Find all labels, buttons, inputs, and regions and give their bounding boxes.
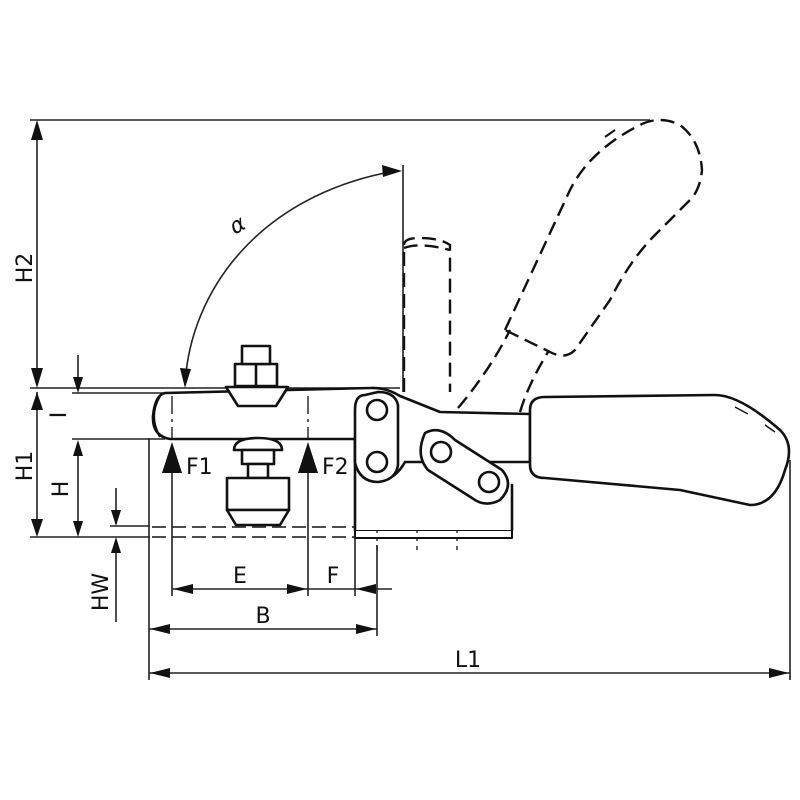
- dimension-labels: H2 H1 I H HW E F B L1 α: [13, 211, 481, 673]
- open-position-phantom: [402, 118, 704, 413]
- pivot-links: [353, 390, 510, 505]
- link-pin-top: [429, 440, 453, 464]
- label-I: I: [47, 412, 72, 419]
- handle-closed: [528, 393, 791, 507]
- pivot-pin-bottom: [365, 450, 389, 474]
- label-HW: HW: [89, 573, 114, 612]
- force-arrows: F1 F2: [162, 442, 349, 480]
- label-alpha: α: [225, 211, 250, 240]
- label-F: F: [327, 564, 340, 589]
- label-B: B: [255, 604, 270, 629]
- label-H2: H2: [13, 253, 38, 284]
- label-F1: F1: [186, 455, 213, 480]
- dimension-lines: [30, 119, 791, 680]
- label-H1: H1: [13, 451, 38, 482]
- label-L1: L1: [455, 648, 481, 673]
- pivot-pin-top: [365, 398, 389, 422]
- link-pin-bottom: [477, 470, 501, 494]
- force-arrow-F1: [162, 442, 182, 473]
- label-F2: F2: [322, 455, 349, 480]
- force-arrow-F2: [298, 442, 318, 473]
- label-H: H: [49, 481, 74, 498]
- label-E: E: [233, 564, 247, 589]
- spindle-assembly: [224, 344, 291, 527]
